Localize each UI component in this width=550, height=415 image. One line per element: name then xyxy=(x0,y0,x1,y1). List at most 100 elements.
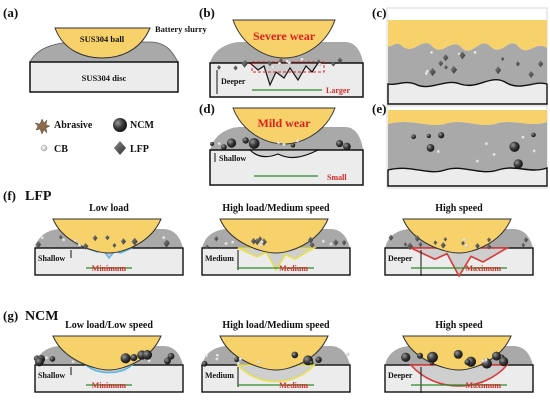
ncm-particle xyxy=(242,137,249,144)
depth-label: Shallow xyxy=(38,371,65,380)
cb-particle xyxy=(162,236,166,240)
ncm-particle xyxy=(453,349,463,359)
ncm-particle xyxy=(120,353,131,364)
lfp-particle xyxy=(486,237,491,243)
lfp-particle xyxy=(316,59,321,64)
cell-title: High load/Medium speed xyxy=(222,203,330,214)
legend-abrasive: Abrasive xyxy=(34,118,93,135)
disc-surface xyxy=(387,167,548,187)
panel-e-label: (e) xyxy=(372,101,386,116)
depth-label: Medium xyxy=(205,371,234,380)
ncm-particle xyxy=(167,352,175,360)
legend-abrasive-label: Abrasive xyxy=(54,120,93,131)
cb-particle xyxy=(465,244,469,248)
lfp-particle xyxy=(112,242,117,248)
lfp-particle xyxy=(537,60,544,68)
wear-scar xyxy=(236,364,316,383)
lfp-particle xyxy=(523,236,529,243)
ncm-particle xyxy=(142,350,153,360)
ball xyxy=(54,27,151,59)
panel-g: (g) NCM Low load/Low speedShallowMinimum… xyxy=(3,308,534,393)
cb-particle xyxy=(62,238,66,242)
lfp-particle xyxy=(461,240,465,246)
ball-surface xyxy=(388,110,547,125)
panel-a: (a) SUS304 ball Battery slurry SUS304 di… xyxy=(3,5,207,93)
lfp-particle xyxy=(332,238,339,246)
lfp-particle xyxy=(486,243,492,250)
ncm-particle xyxy=(34,357,44,367)
ncm-particle xyxy=(531,132,536,138)
ncm-particle xyxy=(509,141,520,152)
ball xyxy=(219,218,329,254)
cb-particle xyxy=(73,238,78,243)
lfp-particle xyxy=(475,242,480,249)
cb-particle xyxy=(45,356,49,360)
cb-particle xyxy=(475,159,480,163)
depth-label: Medium xyxy=(205,254,234,263)
abrasive-icon xyxy=(34,118,51,135)
ncm-particle xyxy=(234,357,240,363)
legend-ncm-label: NCM xyxy=(130,120,154,131)
lfp-particle xyxy=(515,60,520,67)
wear-scar xyxy=(248,149,319,159)
cb-particle xyxy=(215,357,219,361)
cell-title: Low load xyxy=(89,203,129,214)
ball xyxy=(232,19,336,59)
legend-cb-label: CB xyxy=(54,144,68,155)
cb-particle xyxy=(237,361,241,366)
lfp-particle xyxy=(521,242,526,248)
slurry-label: Battery slurry xyxy=(155,24,207,34)
cell-title: Low load/Low speed xyxy=(65,320,153,331)
width-label: Medium xyxy=(279,264,308,273)
cb-particle xyxy=(238,357,243,361)
width-label: Minimum xyxy=(92,264,127,273)
lfp-particle xyxy=(459,51,466,60)
cb-particle xyxy=(532,149,536,153)
wear-scar xyxy=(248,62,320,87)
lfp-particle xyxy=(92,235,98,242)
lfp-particle xyxy=(254,238,260,246)
cb-particle xyxy=(492,153,496,157)
depth-label: Deeper xyxy=(388,371,413,380)
cb-particle xyxy=(278,62,282,66)
panel-b: (b) Severe wear Deeper Larger xyxy=(199,5,364,98)
panel-c: (c) xyxy=(372,5,548,107)
legend-lfp: LFP xyxy=(114,141,149,155)
lfp-particle xyxy=(35,240,42,249)
lfp-particle xyxy=(58,234,63,240)
lfp-particle xyxy=(443,236,448,242)
cb-particle xyxy=(484,358,488,362)
ball-surface xyxy=(388,20,547,51)
ncm-particle xyxy=(401,352,411,362)
cell-title: High load/Medium speed xyxy=(222,320,330,331)
ncm-particle xyxy=(427,351,438,363)
ncm-particle xyxy=(248,138,260,149)
lfp-particle xyxy=(105,234,110,241)
cb-particle xyxy=(282,142,286,147)
cb-particle xyxy=(321,239,326,244)
panel-f-label: (f) xyxy=(3,188,16,203)
ncm-particle xyxy=(342,142,351,151)
disc-label: SUS304 disc xyxy=(82,73,127,83)
lfp-particle xyxy=(331,61,336,67)
cb-particle xyxy=(277,140,281,145)
legend-cb: CB xyxy=(40,144,68,155)
panel-g-label: (g) xyxy=(3,308,18,323)
wear-label: Severe wear xyxy=(253,29,316,43)
panel-b-label: (b) xyxy=(199,5,215,20)
cb-particle xyxy=(318,62,322,67)
ball xyxy=(219,335,329,371)
cb-particle xyxy=(271,65,275,70)
ncm-particle xyxy=(464,359,471,366)
lfp-particle xyxy=(214,235,219,242)
lfp-particle xyxy=(494,66,502,75)
lfp-particle xyxy=(440,242,446,249)
cb-particle xyxy=(257,360,261,364)
cb-particle xyxy=(215,353,220,357)
width-label: Minimum xyxy=(92,381,127,390)
wear-label: Mild wear xyxy=(258,116,312,130)
